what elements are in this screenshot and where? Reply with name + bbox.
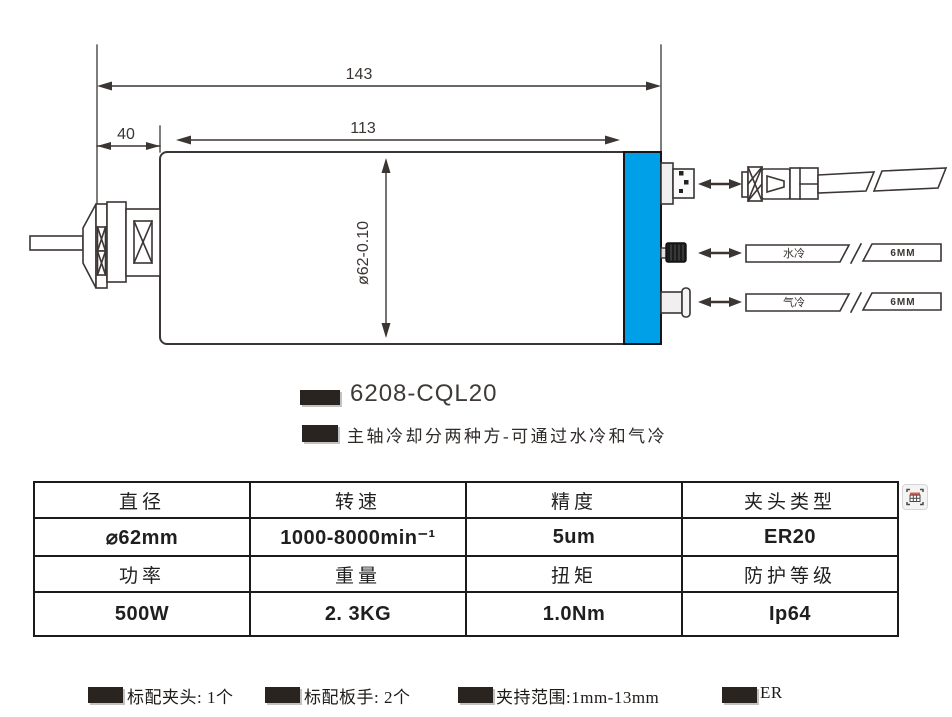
extension-lines <box>96 44 662 206</box>
spec-header-precision: 精度 <box>465 481 683 519</box>
electrical-connector-port <box>660 162 695 205</box>
dimension-diameter: ø62-0.10 <box>355 158 391 338</box>
spec-header-weight: 重量 <box>249 555 467 593</box>
collet-nose-assembly <box>29 201 161 289</box>
spindle-body <box>159 151 662 345</box>
power-cable-plug <box>741 165 948 203</box>
spec-header-chuck-type: 夹头类型 <box>681 481 899 519</box>
title-bullet-swatch <box>300 390 340 405</box>
air-tube <box>745 291 942 314</box>
spec-value-power: 500W <box>33 591 251 637</box>
spec-value-chuck-type: ER20 <box>681 517 899 557</box>
footnote-clamping-range: 夹持范围:1mm-13mm <box>496 688 660 707</box>
connect-arrow-power <box>698 179 742 189</box>
water-label: 水冷 <box>783 247 805 260</box>
svg-text:ø62-0.10: ø62-0.10 <box>355 221 372 285</box>
air-cooling-port <box>660 287 691 318</box>
air-tube-size: 6MM <box>890 297 915 308</box>
dimension-nose-length: 40 <box>96 126 161 150</box>
spec-header-protection: 防护等级 <box>681 555 899 593</box>
cable-segment <box>872 167 948 192</box>
footnote-standard-collet: 标配夹头: 1个 <box>127 688 234 707</box>
air-label: 气冷 <box>783 295 805 309</box>
model-name: 6208-CQL20 <box>350 380 498 407</box>
collet-shaft <box>29 235 84 251</box>
spec-header-diameter: 直径 <box>33 481 251 519</box>
spec-table: 直径 转速 精度 夹头类型 ⌀62mm 1000-8000min⁻¹ 5um E… <box>33 481 899 637</box>
spec-header-power: 功率 <box>33 555 251 593</box>
water-tube-size: 6MM <box>890 248 915 259</box>
spindle-end-cap-blue <box>623 151 662 345</box>
dimension-body-length: 113 <box>176 120 620 145</box>
svg-text:40: 40 <box>117 126 135 143</box>
spec-header-speed: 转速 <box>249 481 467 519</box>
table-capture-button[interactable] <box>902 484 928 510</box>
footnote-bullet-swatch <box>265 687 300 703</box>
collet-nut-body <box>106 201 127 283</box>
spec-value-precision: 5um <box>465 517 683 557</box>
spec-value-speed: 1000-8000min⁻¹ <box>249 517 467 557</box>
svg-text:143: 143 <box>346 66 373 83</box>
connect-arrow-water <box>698 248 742 258</box>
spec-value-protection: Ip64 <box>681 591 899 637</box>
footnote-standard-wrench: 标配板手: 2个 <box>304 688 411 707</box>
dimension-overall-length: 143 <box>97 66 661 91</box>
technical-drawing: 143 113 40 ø62-0.10 <box>29 44 948 345</box>
connect-arrow-air <box>698 297 742 307</box>
spec-header-torque: 扭矩 <box>465 555 683 593</box>
spec-value-diameter: ⌀62mm <box>33 517 251 557</box>
footnote-er: ER <box>760 683 783 702</box>
description-bullet-swatch <box>302 425 338 442</box>
table-capture-icon <box>906 488 924 506</box>
spec-value-torque: 1.0Nm <box>465 591 683 637</box>
footnote-bullet-swatch <box>88 687 123 703</box>
footnote-bullet-swatch <box>722 687 757 703</box>
water-tube <box>745 242 942 265</box>
svg-text:113: 113 <box>350 120 376 137</box>
cable-segment <box>817 171 876 194</box>
spec-value-weight: 2. 3KG <box>249 591 467 637</box>
footnote-bullet-swatch <box>458 687 493 703</box>
model-description: 主轴冷却分两种方-可通过水冷和气冷 <box>347 427 668 446</box>
collet-nut-cone <box>82 203 97 289</box>
water-cooling-port <box>660 242 687 263</box>
